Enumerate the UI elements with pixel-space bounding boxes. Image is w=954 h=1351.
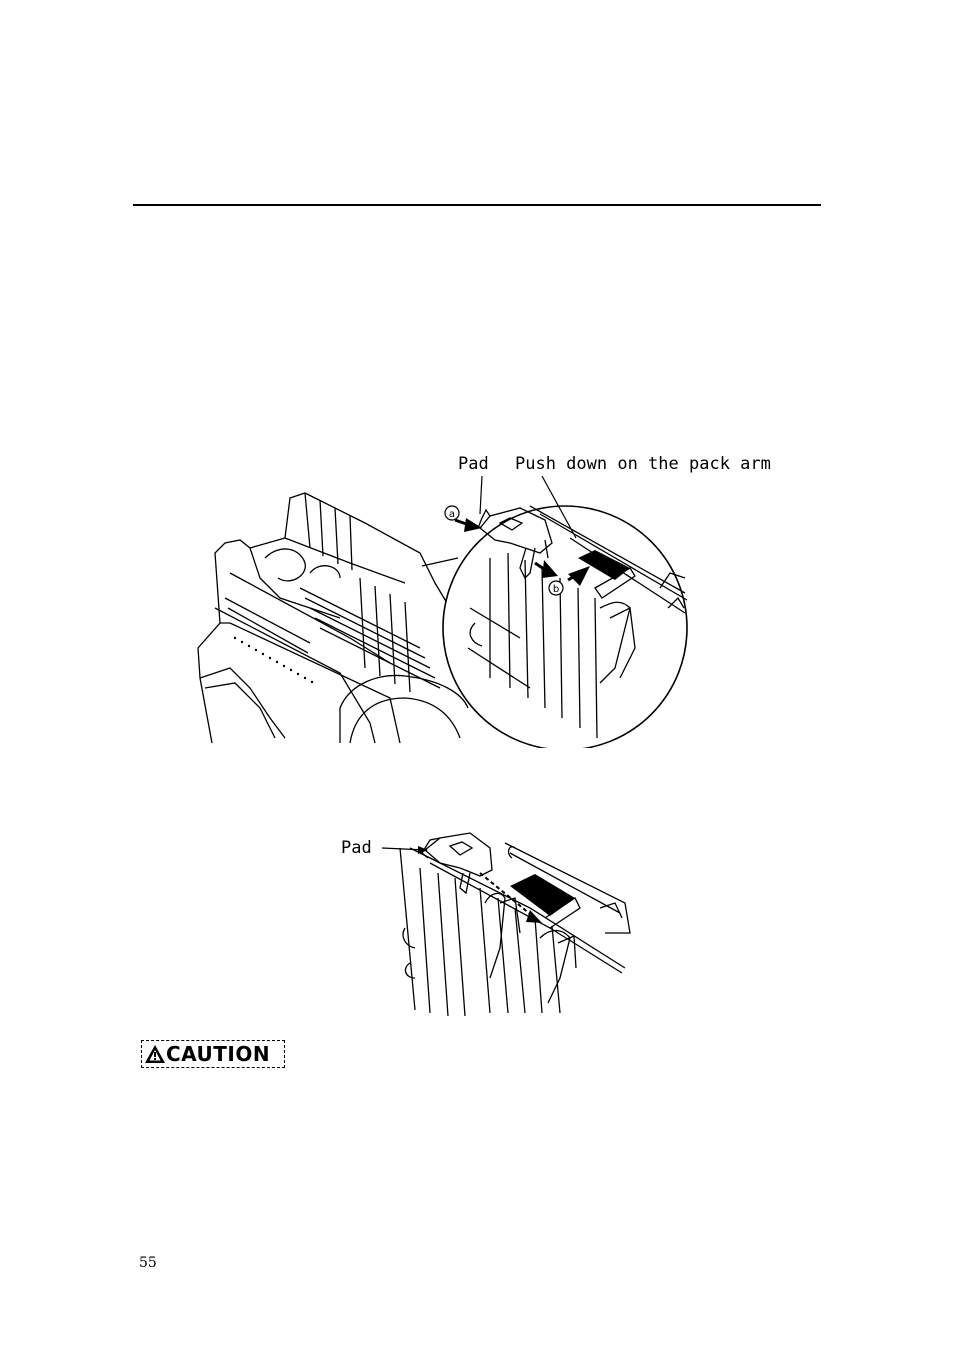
svg-text:b: b (553, 584, 559, 595)
warning-triangle-icon (144, 1043, 166, 1065)
caution-badge: CAUTION (141, 1040, 285, 1068)
marker-a: a (445, 506, 459, 520)
pad-label-closeup: Pad (341, 840, 372, 857)
figure-printer-pad-removal: a b (190, 448, 770, 748)
figure-pad-closeup (330, 828, 640, 1020)
marker-b: b (549, 581, 563, 595)
page-number: 55 (139, 1255, 157, 1271)
svg-text:a: a (449, 509, 455, 520)
caution-label: CAUTION (166, 1044, 270, 1064)
push-pack-arm-label: Push down on the pack arm (515, 456, 771, 473)
header-rule (133, 204, 821, 206)
pad-label: Pad (458, 456, 489, 473)
